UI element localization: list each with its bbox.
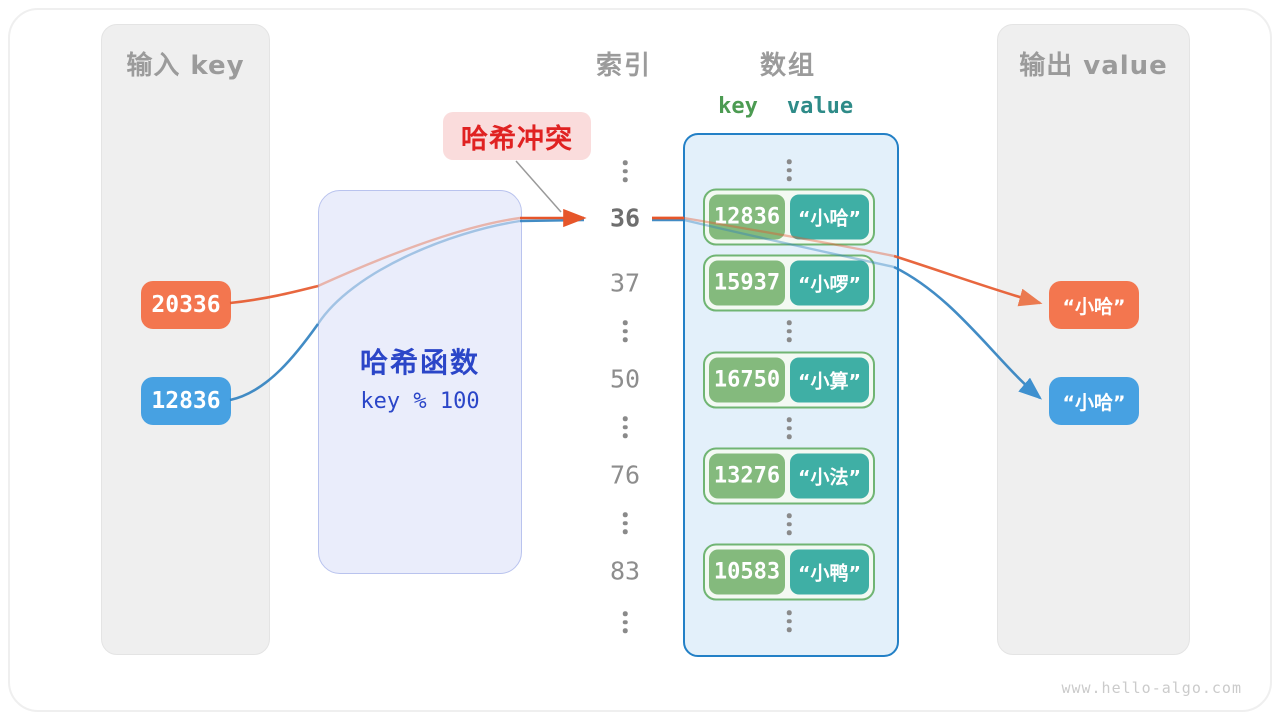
index-ellipsis: [622, 160, 628, 182]
array-bucket: 10583“小鸭”: [703, 543, 875, 601]
hash-function-formula: key % 100: [360, 389, 480, 414]
dot: [622, 628, 628, 633]
dot: [786, 610, 792, 615]
dot: [622, 611, 628, 616]
bucket-key: 10583: [709, 549, 785, 595]
dot: [786, 513, 792, 518]
dot: [786, 627, 792, 632]
index-ellipsis: [622, 416, 628, 438]
array-ellipsis: [786, 320, 792, 342]
key-subheader: key: [718, 94, 758, 119]
bucket-value: “小算”: [790, 357, 869, 403]
index-label-50: 50: [609, 364, 641, 394]
dot: [786, 530, 792, 535]
dot: [622, 328, 628, 334]
output-value-panel: 输出 value “小哈” “小哈”: [997, 24, 1190, 655]
hash-function-box: 哈希函数 key % 100: [318, 190, 522, 574]
dot: [786, 434, 792, 439]
output-value-chip: “小哈”: [1049, 281, 1139, 329]
watermark: www.hello-algo.com: [1061, 679, 1242, 697]
input-key-panel: 输入 key 20336 12836: [101, 24, 270, 655]
dot: [622, 512, 628, 517]
dot: [622, 520, 628, 526]
bucket-key: 13276: [709, 453, 785, 499]
input-key-chip: 20336: [141, 281, 231, 329]
dot: [786, 425, 792, 431]
value-subheader: value: [786, 94, 854, 119]
array-bucket: 12836“小哈”: [703, 188, 875, 246]
dot: [786, 337, 792, 342]
input-key-chip: 12836: [141, 377, 231, 425]
output-value-chip: “小哈”: [1049, 377, 1139, 425]
output-panel-title: 输出 value: [1019, 51, 1168, 81]
array-ellipsis: [786, 159, 792, 181]
bucket-key: 15937: [709, 260, 785, 306]
index-label-83: 83: [609, 556, 641, 586]
array-ellipsis: [786, 610, 792, 632]
index-column-header: 索引: [595, 51, 653, 81]
dot: [622, 337, 628, 342]
dot: [786, 328, 792, 334]
dot: [622, 619, 628, 625]
index-label-37: 37: [609, 268, 641, 298]
dot: [786, 159, 792, 164]
array-bucket: 13276“小法”: [703, 447, 875, 505]
index-label-76: 76: [609, 460, 641, 490]
array-ellipsis: [786, 513, 792, 535]
dot: [622, 424, 628, 430]
index-ellipsis: [622, 611, 628, 633]
bucket-value: “小法”: [790, 453, 869, 499]
hash-collision-label: 哈希冲突: [443, 112, 591, 160]
dot: [622, 160, 628, 165]
dot: [786, 176, 792, 181]
hash-function-title: 哈希函数: [359, 346, 480, 379]
dot: [622, 433, 628, 438]
bucket-key: 12836: [709, 194, 785, 240]
blue-flow-to-index: [519, 218, 585, 223]
dot: [622, 416, 628, 421]
index-label-36: 36: [609, 203, 641, 233]
array-column-header: 数组: [759, 51, 817, 81]
dot: [622, 320, 628, 325]
bucket-key: 16750: [709, 357, 785, 403]
dot: [786, 320, 792, 325]
input-panel-title: 输入 key: [126, 51, 245, 81]
dot: [786, 618, 792, 624]
index-ellipsis: [622, 512, 628, 534]
array-bucket: 15937“小啰”: [703, 254, 875, 312]
bucket-value: “小啰”: [790, 260, 869, 306]
bucket-value: “小哈”: [790, 194, 869, 240]
bucket-value: “小鸭”: [790, 549, 869, 595]
dot: [622, 168, 628, 174]
dot: [786, 521, 792, 527]
index-ellipsis: [622, 320, 628, 342]
dot: [622, 529, 628, 534]
array-bucket: 16750“小算”: [703, 351, 875, 409]
array-ellipsis: [786, 417, 792, 439]
collision-pointer-line: [515, 160, 562, 213]
dot: [622, 177, 628, 182]
dot: [786, 167, 792, 173]
dot: [786, 417, 792, 422]
